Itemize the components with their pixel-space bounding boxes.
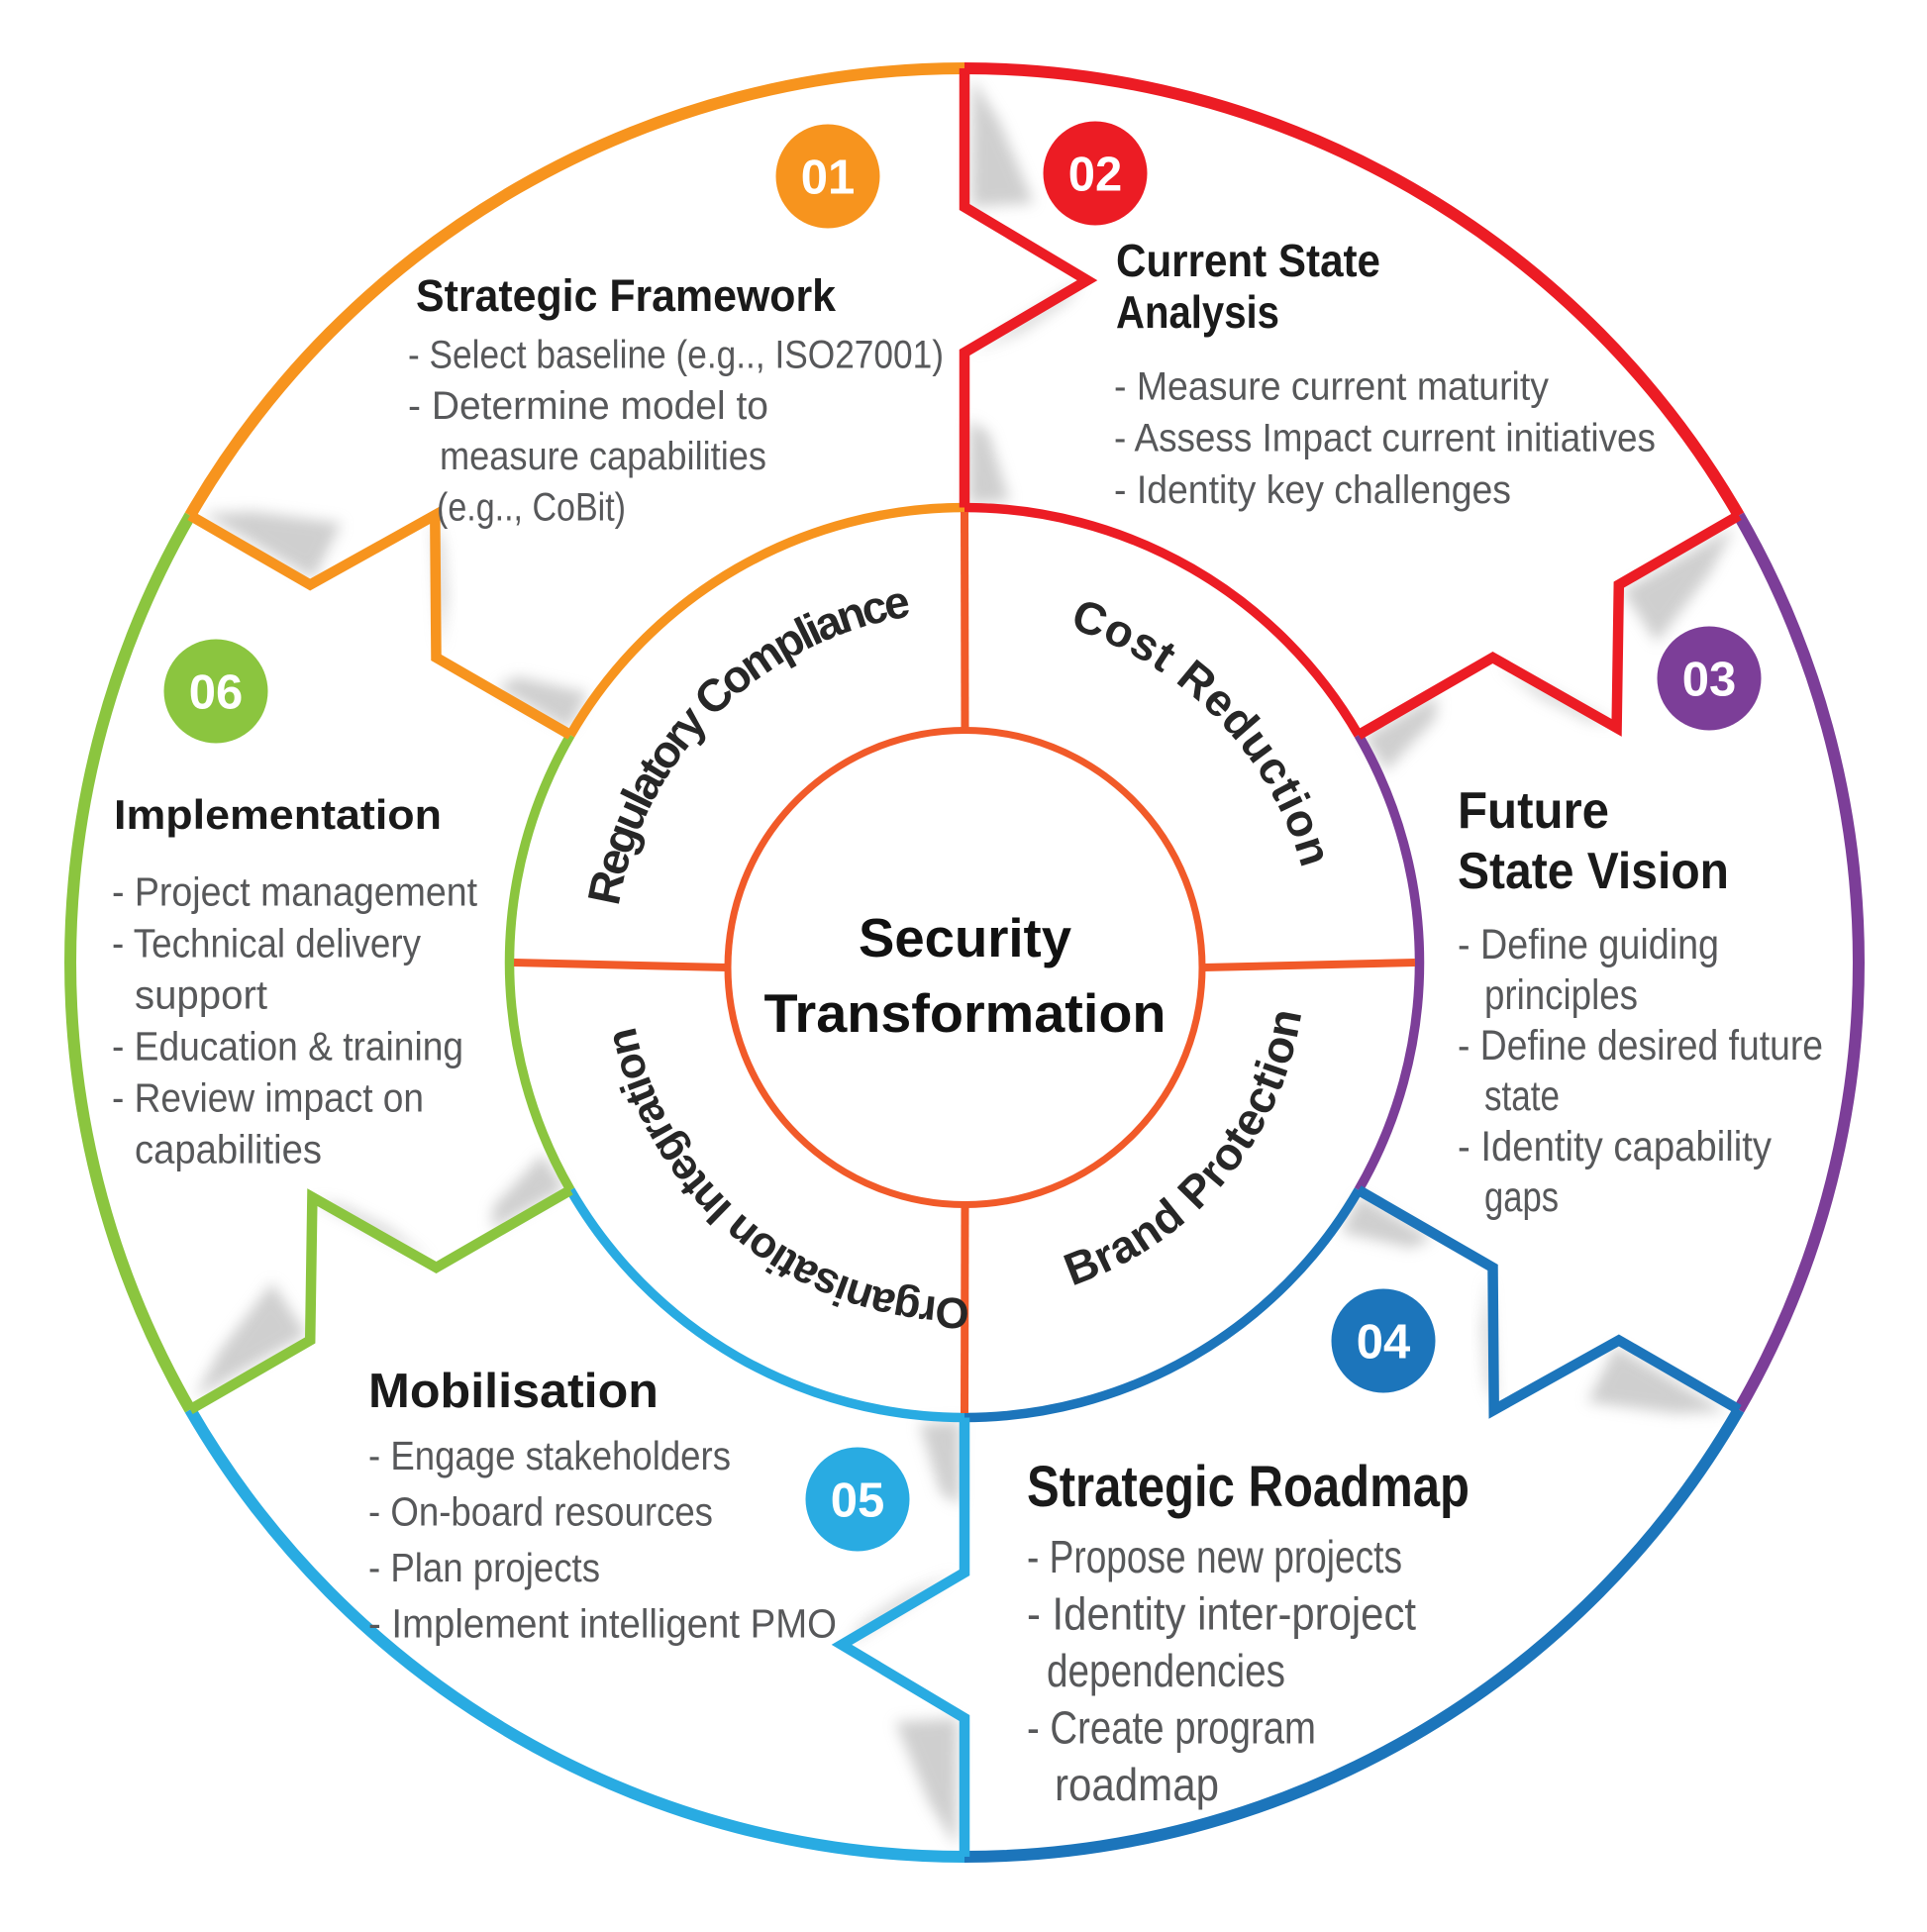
svg-text:Analysis: Analysis <box>1116 286 1279 338</box>
svg-text:- Implement intelligent PMO: - Implement intelligent PMO <box>368 1601 837 1647</box>
svg-text:Current State: Current State <box>1116 235 1380 286</box>
svg-text:- Define guiding: - Define guiding <box>1458 921 1719 968</box>
svg-text:- Measure current maturity: - Measure current maturity <box>1114 364 1549 408</box>
svg-text:- On-board resources: - On-board resources <box>368 1489 713 1535</box>
svg-text:- Technical delivery: - Technical delivery <box>112 921 421 966</box>
svg-text:Security: Security <box>859 907 1071 968</box>
svg-text:Future: Future <box>1458 782 1609 840</box>
svg-text:dependencies: dependencies <box>1047 1645 1285 1696</box>
svg-text:- Identity capability: - Identity capability <box>1458 1123 1772 1170</box>
svg-text:(e.g.., CoBit): (e.g.., CoBit) <box>437 485 626 529</box>
svg-text:04: 04 <box>1357 1316 1411 1370</box>
svg-text:- Education & training: - Education & training <box>112 1024 463 1069</box>
svg-text:Transformation: Transformation <box>764 982 1166 1044</box>
svg-text:- Plan projects: - Plan projects <box>368 1545 600 1590</box>
svg-text:support: support <box>135 972 268 1018</box>
svg-text:Strategic Framework: Strategic Framework <box>416 270 837 321</box>
svg-text:- Engage stakeholders: - Engage stakeholders <box>368 1433 731 1478</box>
svg-text:measure capabilities: measure capabilities <box>440 435 766 478</box>
svg-text:- Select baseline (e.g.., ISO2: - Select baseline (e.g.., ISO27001) <box>408 334 944 377</box>
svg-text:- Assess Impact current initia: - Assess Impact current initiatives <box>1114 417 1656 460</box>
svg-text:capabilities: capabilities <box>135 1127 322 1172</box>
svg-text:Mobilisation: Mobilisation <box>368 1365 659 1418</box>
svg-text:03: 03 <box>1682 654 1737 707</box>
svg-text:gaps: gaps <box>1484 1173 1559 1221</box>
svg-text:01: 01 <box>801 152 856 205</box>
svg-text:- Propose new projects: - Propose new projects <box>1027 1531 1402 1582</box>
svg-text:06: 06 <box>189 666 244 720</box>
svg-text:State Vision: State Vision <box>1458 843 1729 900</box>
svg-text:- Identity key challenges: - Identity key challenges <box>1114 468 1511 512</box>
svg-text:- Identity inter-project: - Identity inter-project <box>1027 1588 1416 1640</box>
svg-text:Implementation: Implementation <box>114 791 442 838</box>
svg-text:02: 02 <box>1068 149 1123 202</box>
svg-text:- Project management: - Project management <box>112 869 478 915</box>
svg-text:- Review impact on: - Review impact on <box>112 1075 424 1121</box>
svg-text:roadmap: roadmap <box>1055 1759 1219 1810</box>
svg-text:principles: principles <box>1484 971 1638 1019</box>
svg-text:state: state <box>1484 1072 1560 1120</box>
svg-text:Strategic Roadmap: Strategic Roadmap <box>1027 1455 1470 1519</box>
svg-text:05: 05 <box>831 1474 885 1528</box>
svg-text:- Determine model to: - Determine model to <box>408 384 768 428</box>
svg-text:- Create program: - Create program <box>1027 1702 1316 1754</box>
svg-text:- Define desired future: - Define desired future <box>1458 1022 1823 1069</box>
